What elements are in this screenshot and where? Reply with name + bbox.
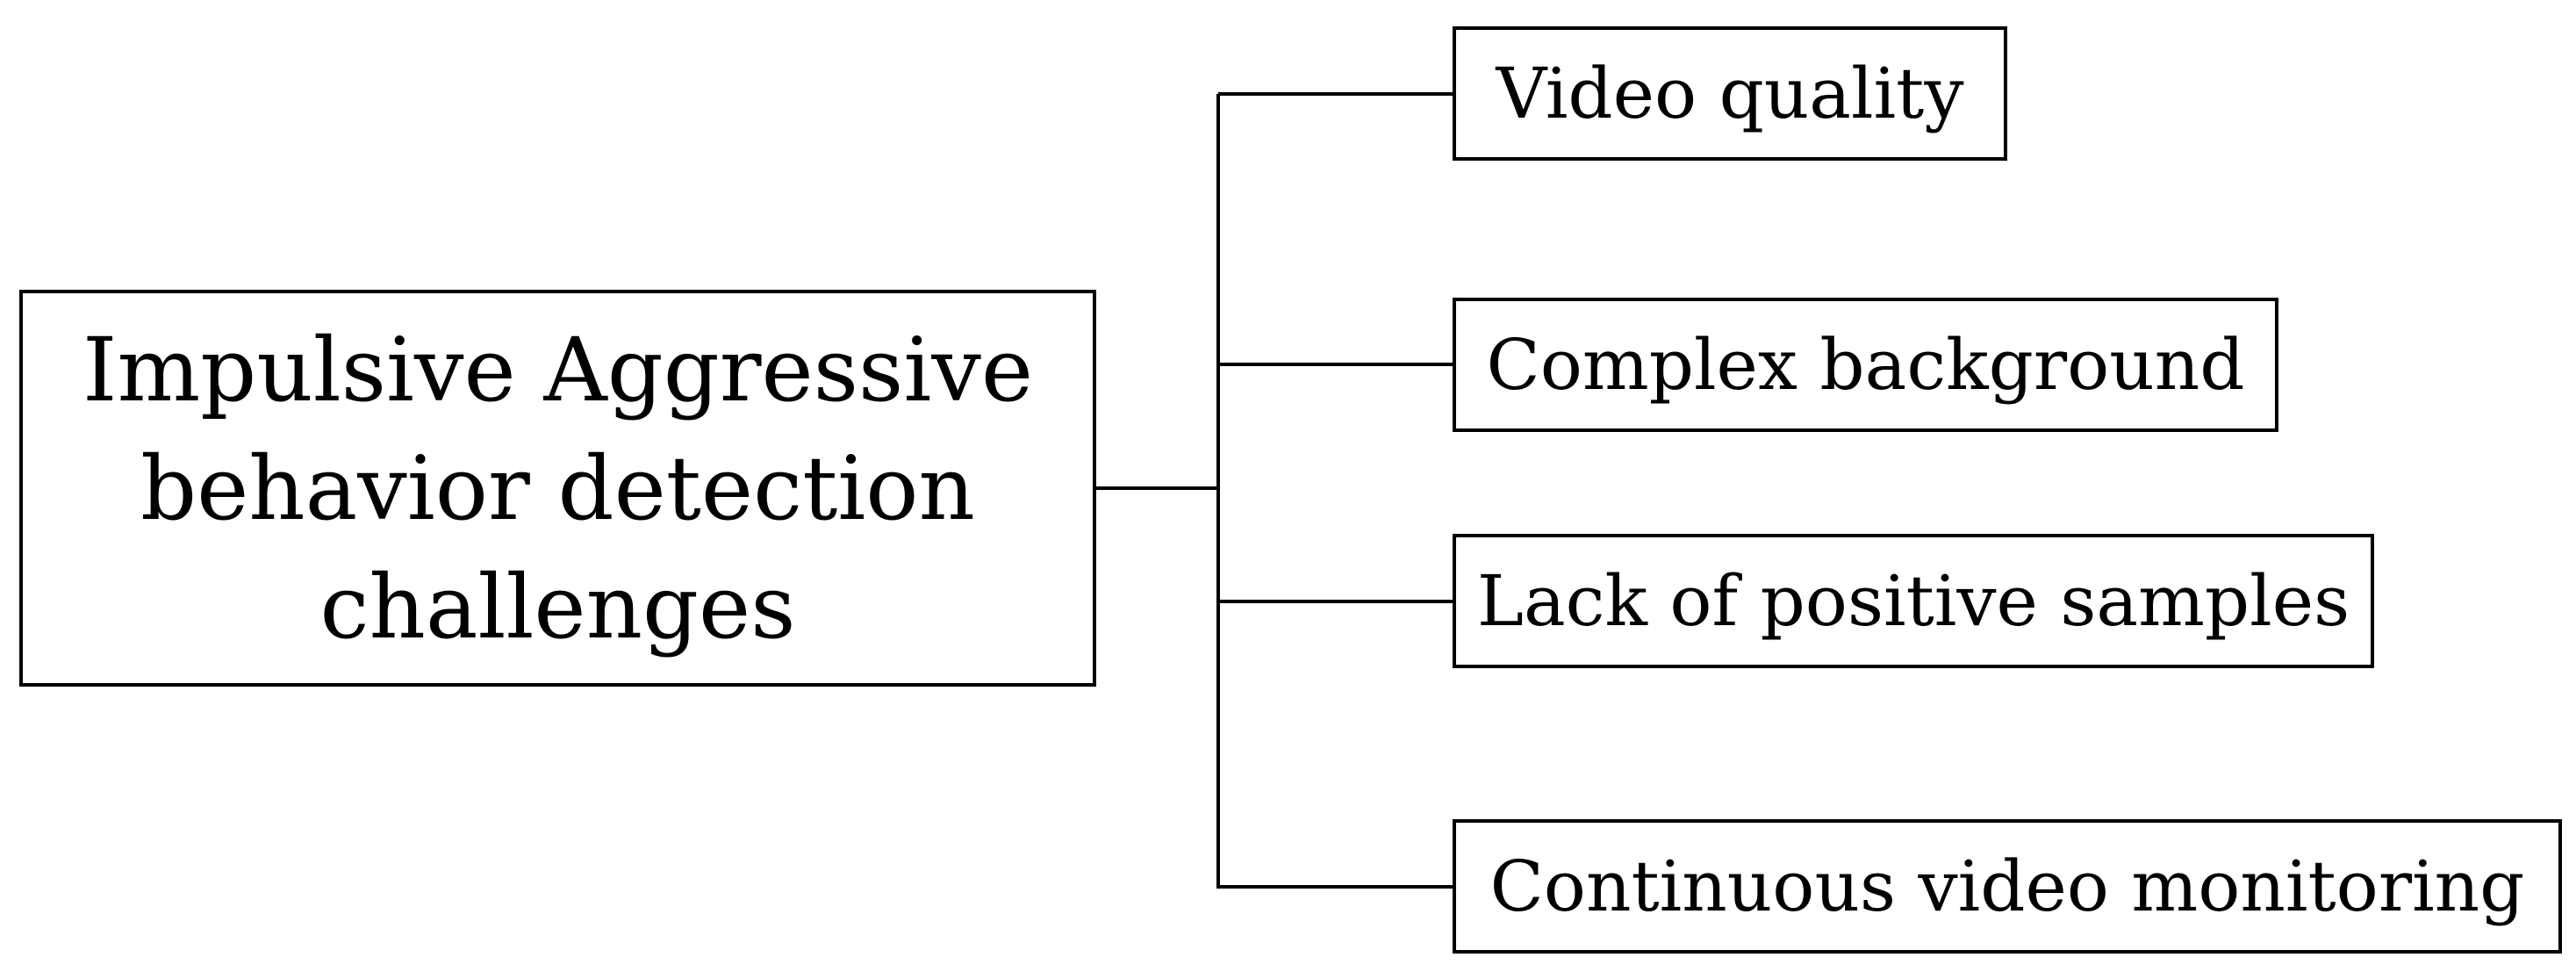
branch-label-lack-of-positive-samples: Lack of positive samples bbox=[1476, 560, 2350, 642]
branch-label-complex-background: Complex background bbox=[1486, 324, 2245, 406]
branch-node-lack-of-positive-samples: Lack of positive samples bbox=[1453, 534, 2374, 668]
branch-node-complex-background: Complex background bbox=[1453, 298, 2278, 432]
branch-label-video-quality: Video quality bbox=[1496, 53, 1964, 134]
branch-label-continuous-video-monitoring: Continuous video monitoring bbox=[1489, 846, 2525, 927]
root-node-label: Impulsive Aggressive behavior detection … bbox=[82, 318, 1033, 659]
branch-node-continuous-video-monitoring: Continuous video monitoring bbox=[1453, 819, 2562, 954]
branch-node-video-quality: Video quality bbox=[1453, 26, 2007, 161]
root-node: Impulsive Aggressive behavior detection … bbox=[19, 290, 1096, 687]
